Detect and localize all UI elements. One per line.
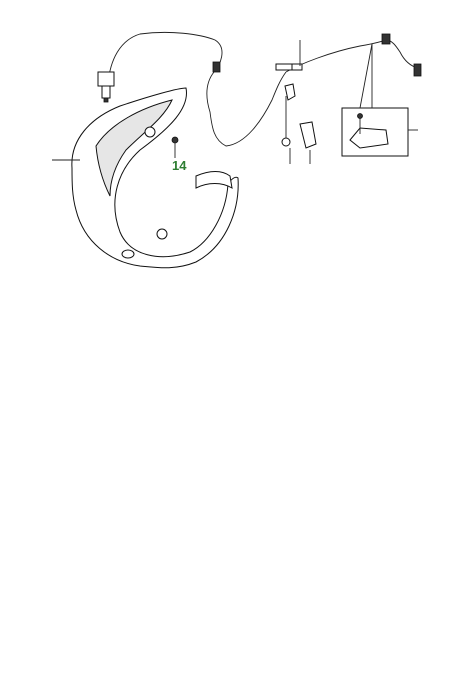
sensor-inset-box bbox=[341, 107, 418, 157]
brake-wear-sensor[interactable] bbox=[97, 31, 422, 149]
splash-shield-bolt[interactable] bbox=[171, 136, 179, 158]
splash-shield[interactable] bbox=[71, 87, 239, 269]
top-leaders bbox=[289, 40, 373, 164]
callout-number: 14 bbox=[172, 158, 187, 173]
